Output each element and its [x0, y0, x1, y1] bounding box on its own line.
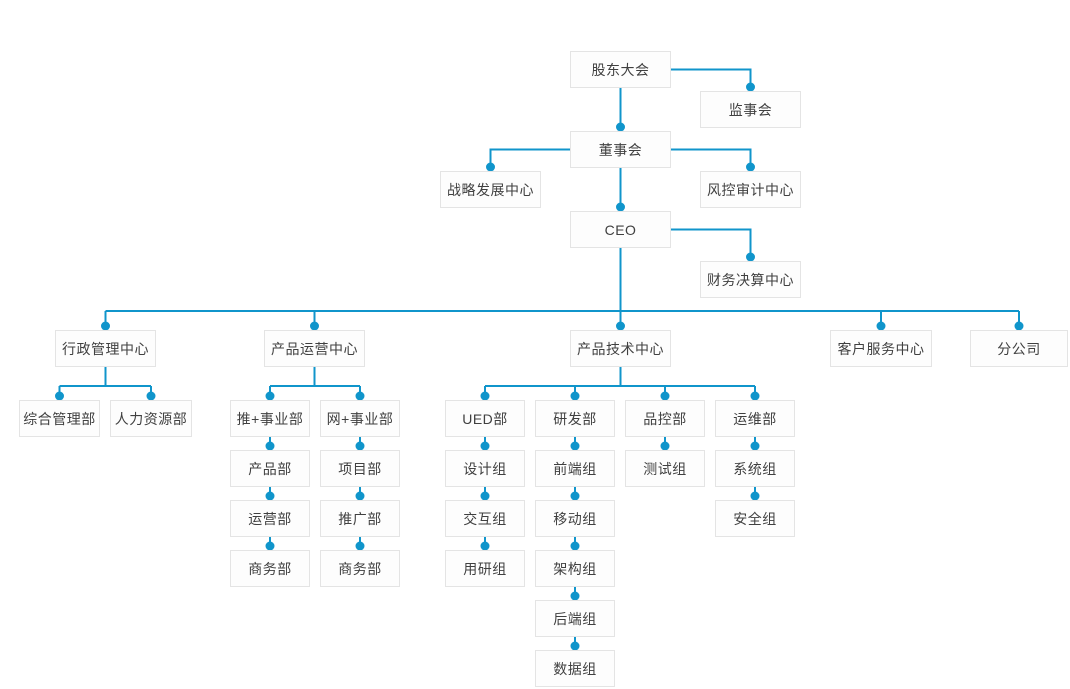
connector-dot — [310, 321, 319, 331]
org-node-rnd-dept: 研发部 — [535, 400, 615, 437]
org-node-finance-settlement-center: 财务决算中心 — [700, 261, 801, 298]
connector-dot — [570, 641, 580, 651]
connector-dot — [265, 391, 275, 401]
org-node-operations-dept: 运营部 — [230, 500, 310, 537]
connector-dot — [616, 321, 625, 331]
connector-dot — [480, 391, 490, 401]
connector-dot — [265, 441, 275, 451]
org-node-board-of-directors: 董事会 — [570, 131, 671, 168]
connector-dot — [750, 441, 760, 451]
org-node-product-dept: 产品部 — [230, 450, 310, 487]
org-node-security-group: 安全组 — [715, 500, 795, 537]
connector-dot — [355, 541, 365, 551]
connector-dot — [355, 441, 365, 451]
connector-dot — [750, 391, 760, 401]
connector-dot — [746, 82, 755, 92]
connector-dot — [570, 591, 580, 601]
connector-dot — [876, 321, 886, 331]
connector-dot — [570, 441, 580, 451]
org-node-business-dept-left: 商务部 — [230, 550, 310, 587]
org-node-supervisory-board: 监事会 — [700, 91, 801, 128]
connector-dot — [146, 391, 156, 401]
connector-dot — [55, 391, 64, 401]
org-node-promotion-dept: 推广部 — [320, 500, 400, 537]
connector-dot — [480, 441, 490, 451]
org-node-data-group: 数据组 — [535, 650, 615, 687]
connector-dot — [660, 441, 670, 451]
connector-dot — [746, 252, 755, 262]
org-node-interaction-group: 交互组 — [445, 500, 525, 537]
connector-line — [671, 68, 752, 87]
org-node-architecture-group: 架构组 — [535, 550, 615, 587]
connector-line — [671, 228, 752, 257]
connector-line — [489, 148, 570, 167]
org-node-business-dept-right: 商务部 — [320, 550, 400, 587]
org-node-admin-management-center: 行政管理中心 — [55, 330, 156, 367]
org-node-user-research-group: 用研组 — [445, 550, 525, 587]
org-node-product-technology-center: 产品技术中心 — [570, 330, 671, 367]
org-node-backend-group: 后端组 — [535, 600, 615, 637]
org-node-project-dept: 项目部 — [320, 450, 400, 487]
org-node-strategy-development-center: 战略发展中心 — [440, 171, 541, 208]
org-node-ceo: CEO — [570, 211, 671, 248]
connector-dot — [660, 391, 670, 401]
org-node-general-management-dept: 综合管理部 — [19, 400, 100, 437]
org-node-hr-dept: 人力资源部 — [110, 400, 192, 437]
connector-line — [671, 148, 752, 167]
org-node-tui-business-division: 推+事业部 — [230, 400, 310, 437]
org-node-quality-control-dept: 品控部 — [625, 400, 705, 437]
connector-dot — [1014, 321, 1024, 331]
connector-dot — [750, 491, 760, 501]
org-node-risk-audit-center: 风控审计中心 — [700, 171, 801, 208]
connector-dot — [570, 491, 580, 501]
connector-dot — [746, 162, 755, 172]
connector-dot — [570, 391, 580, 401]
connector-dot — [616, 202, 625, 212]
org-node-design-group: 设计组 — [445, 450, 525, 487]
org-node-testing-group: 测试组 — [625, 450, 705, 487]
org-node-shareholders-meeting: 股东大会 — [570, 51, 671, 88]
org-node-product-operations-center: 产品运营中心 — [264, 330, 365, 367]
connector-dot — [480, 541, 490, 551]
connector-dot — [265, 491, 275, 501]
connector-dot — [480, 491, 490, 501]
connector-dot — [355, 491, 365, 501]
connector-dot — [486, 162, 495, 172]
org-node-system-group: 系统组 — [715, 450, 795, 487]
connector-dot — [616, 122, 625, 132]
org-node-ops-maintenance-dept: 运维部 — [715, 400, 795, 437]
connector-dot — [570, 541, 580, 551]
org-node-ued-dept: UED部 — [445, 400, 525, 437]
org-node-mobile-group: 移动组 — [535, 500, 615, 537]
connector-dot — [355, 391, 365, 401]
org-node-branch-company: 分公司 — [970, 330, 1068, 367]
connector-dot — [265, 541, 275, 551]
org-node-customer-service-center: 客户服务中心 — [830, 330, 932, 367]
org-node-frontend-group: 前端组 — [535, 450, 615, 487]
org-node-wang-business-division: 网+事业部 — [320, 400, 400, 437]
connector-dot — [101, 321, 110, 331]
